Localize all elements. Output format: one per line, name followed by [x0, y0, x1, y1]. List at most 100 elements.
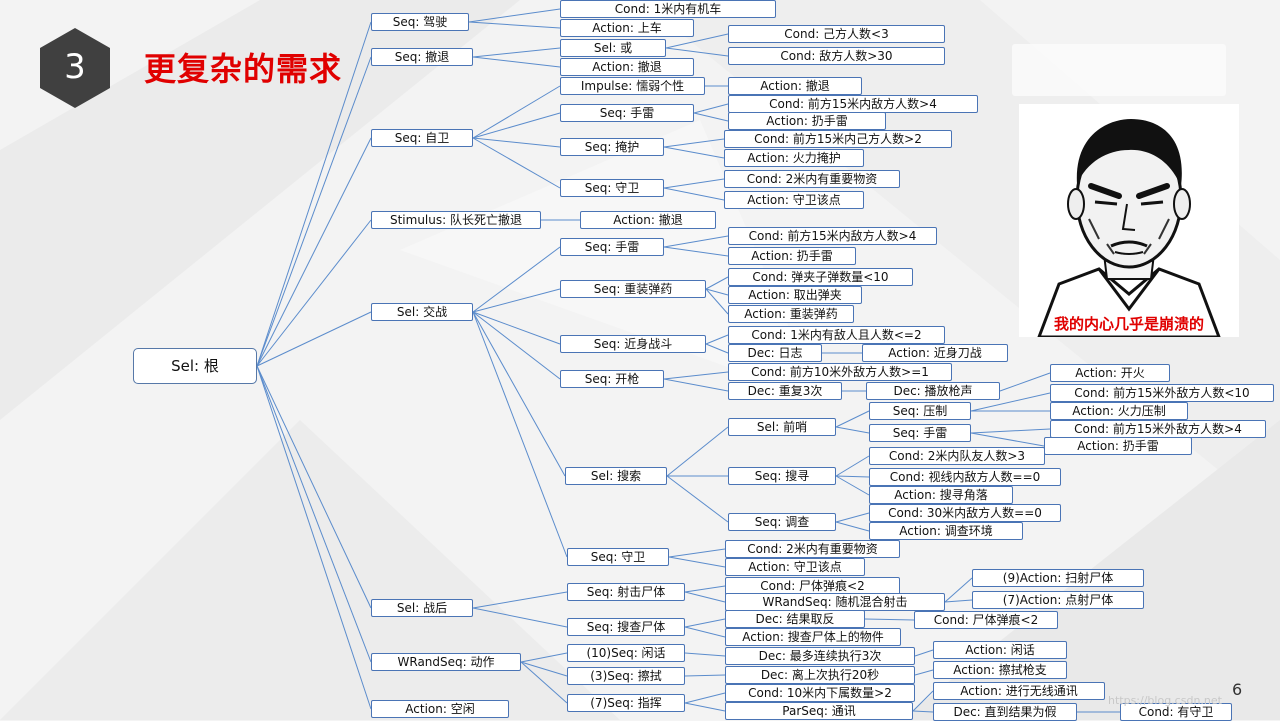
tree-node-n5e[interactable]: Sel: 搜索	[565, 467, 667, 485]
tree-node-root[interactable]: Sel: 根	[133, 348, 257, 384]
tree-node-n6b1a[interactable]: Cond: 尸体弹痕<2	[914, 611, 1058, 629]
tree-node-n5e1b[interactable]: Seq: 手雷	[869, 424, 971, 442]
tree-node-n3a[interactable]: Impulse: 懦弱个性	[560, 77, 705, 95]
edge-n5-n5b	[472, 288, 561, 313]
tree-node-n7[interactable]: WRandSeq: 动作	[371, 653, 521, 671]
tree-node-n5d4[interactable]: Action: 开火	[1050, 364, 1170, 382]
meme-image	[1019, 104, 1239, 339]
tree-node-n6b1[interactable]: Dec: 结果取反	[725, 610, 865, 628]
tree-node-n1[interactable]: Seq: 驾驶	[371, 13, 469, 31]
edge-n2a-n2a2	[665, 47, 729, 57]
tree-node-n7a2[interactable]: Action: 闲话	[933, 641, 1067, 659]
edge-root-n7	[256, 365, 372, 663]
edge-n7c-n7c1	[684, 692, 726, 704]
tree-node-n7c2[interactable]: ParSeq: 通讯	[725, 702, 913, 720]
tree-node-n5d3[interactable]: Dec: 播放枪声	[866, 382, 1000, 400]
tree-node-n7b[interactable]: (3)Seq: 擦拭	[567, 667, 685, 685]
tree-node-n5b3[interactable]: Action: 重装弹药	[728, 305, 854, 323]
tree-node-n3[interactable]: Seq: 自卫	[371, 129, 473, 147]
tree-node-n5f1[interactable]: Cond: 2米内有重要物资	[725, 540, 900, 558]
tree-node-n5e1a[interactable]: Seq: 压制	[869, 402, 971, 420]
tree-node-n7c2a[interactable]: Action: 进行无线通讯	[933, 682, 1105, 700]
tree-node-n7b1[interactable]: Dec: 离上次执行20秒	[725, 666, 915, 684]
tree-node-n8[interactable]: Action: 空闲	[371, 700, 509, 718]
edge-n3c-n3c2	[663, 146, 725, 159]
tree-node-n7c[interactable]: (7)Seq: 指挥	[567, 694, 685, 712]
tree-node-n5d2[interactable]: Dec: 重复3次	[728, 382, 842, 400]
tree-node-n5e1a1[interactable]: Cond: 前方15米外敌方人数<10	[1050, 384, 1274, 402]
tree-node-n5a1[interactable]: Cond: 前方15米内敌方人数>4	[728, 227, 937, 245]
tree-node-n5e1a2[interactable]: Action: 火力压制	[1050, 402, 1188, 420]
tree-node-n7c2b1[interactable]: Cond: 有守卫	[1120, 703, 1232, 721]
tree-node-n5c[interactable]: Seq: 近身战斗	[560, 335, 706, 353]
meme-caption: 我的内心几乎是崩溃的	[1053, 315, 1204, 333]
tree-node-n5f[interactable]: Seq: 守卫	[567, 548, 669, 566]
tree-node-n5b[interactable]: Seq: 重装弹药	[560, 280, 706, 298]
tree-node-n6a2b[interactable]: (7)Action: 点射尸体	[972, 591, 1144, 609]
tree-node-n6a[interactable]: Seq: 射击尸体	[567, 583, 685, 601]
tree-node-n5e3b[interactable]: Action: 调查环境	[869, 522, 1023, 540]
tree-node-n3c1[interactable]: Cond: 前方15米内己方人数>2	[724, 130, 952, 148]
tree-node-n5e2[interactable]: Seq: 搜寻	[728, 467, 836, 485]
tree-node-n5e2b[interactable]: Cond: 视线内敌方人数==0	[869, 468, 1061, 486]
tree-node-n5c3[interactable]: Action: 近身刀战	[862, 344, 1008, 362]
slide-title: 更复杂的需求	[144, 50, 343, 88]
tree-node-n5b2[interactable]: Action: 取出弹夹	[728, 286, 862, 304]
tree-node-n6a2[interactable]: WRandSeq: 随机混合射击	[725, 593, 945, 611]
tree-node-n5e2a[interactable]: Cond: 2米内队友人数>3	[869, 447, 1045, 465]
tree-node-n1a[interactable]: Cond: 1米内有机车	[560, 0, 776, 18]
tree-node-n5e1b2[interactable]: Action: 扔手雷	[1044, 437, 1192, 455]
tree-node-n7a1[interactable]: Dec: 最多连续执行3次	[725, 647, 915, 665]
tree-node-n3b1[interactable]: Cond: 前方15米内敌方人数>4	[728, 95, 978, 113]
tree-node-n5e3[interactable]: Seq: 调查	[728, 513, 836, 531]
tree-node-n6b[interactable]: Seq: 搜查尸体	[567, 618, 685, 636]
tree-node-n5c2[interactable]: Dec: 日志	[728, 344, 822, 362]
tree-node-n2a1[interactable]: Cond: 己方人数<3	[728, 25, 945, 43]
tree-node-n5f2[interactable]: Action: 守卫该点	[725, 558, 865, 576]
edge-n5c-n5c1	[705, 334, 729, 345]
edge-n3d-n3d1	[663, 178, 725, 189]
tree-node-n6a2a[interactable]: (9)Action: 扫射尸体	[972, 569, 1144, 587]
tree-node-n5a2[interactable]: Action: 扔手雷	[728, 247, 856, 265]
tree-node-n7b2[interactable]: Action: 擦拭枪支	[933, 661, 1067, 679]
tree-node-n3c2[interactable]: Action: 火力掩护	[724, 149, 864, 167]
tree-node-n5e2c[interactable]: Action: 搜寻角落	[869, 486, 1013, 504]
tree-node-n3a1[interactable]: Action: 撤退	[728, 77, 862, 95]
meme-face-illustration	[1019, 104, 1239, 339]
tree-node-n3d2[interactable]: Action: 守卫该点	[724, 191, 864, 209]
tree-node-n6b2[interactable]: Action: 搜查尸体上的物件	[725, 628, 901, 646]
edge-n5-n5c	[472, 311, 561, 345]
tree-node-n2a2[interactable]: Cond: 敌方人数>30	[728, 47, 945, 65]
tree-node-n5a[interactable]: Seq: 手雷	[560, 238, 664, 256]
tree-node-n3b2[interactable]: Action: 扔手雷	[728, 112, 886, 130]
tree-node-n5b1[interactable]: Cond: 弹夹子弹数量<10	[728, 268, 913, 286]
tree-node-n5e1b1[interactable]: Cond: 前方15米外敌方人数>4	[1050, 420, 1266, 438]
tree-node-n3b[interactable]: Seq: 手雷	[560, 104, 694, 122]
tree-node-n2[interactable]: Seq: 撤退	[371, 48, 473, 66]
tree-node-n3d1[interactable]: Cond: 2米内有重要物资	[724, 170, 900, 188]
tree-node-n4a[interactable]: Action: 撤退	[580, 211, 716, 229]
edge-n5f-n5f2	[668, 556, 726, 568]
watermark: https://blog.csdn.net	[1108, 694, 1222, 707]
tree-node-n7c1[interactable]: Cond: 10米内下属数量>2	[725, 684, 915, 702]
tree-node-n5e3a[interactable]: Cond: 30米内敌方人数==0	[869, 504, 1061, 522]
tree-node-n1b[interactable]: Action: 上车	[560, 19, 694, 37]
edge-root-n8	[256, 365, 372, 710]
edge-n2-n2b	[472, 56, 561, 68]
tree-node-n5d1[interactable]: Cond: 前方10米外敌方人数>=1	[728, 363, 952, 381]
tree-node-n3c[interactable]: Seq: 掩护	[560, 138, 664, 156]
tree-node-n7a[interactable]: (10)Seq: 闲话	[567, 644, 685, 662]
edge-n5-n5d	[472, 311, 561, 380]
tree-node-n5c1[interactable]: Cond: 1米内有敌人且人数<=2	[728, 326, 945, 344]
tree-node-n6a1[interactable]: Cond: 尸体弹痕<2	[725, 577, 900, 595]
tree-node-n4[interactable]: Stimulus: 队长死亡撤退	[371, 211, 541, 229]
tree-node-n7c2b[interactable]: Dec: 直到结果为假	[933, 703, 1077, 721]
tree-node-n2b[interactable]: Action: 撤退	[560, 58, 694, 76]
edge-n5-n5a	[472, 246, 561, 313]
tree-node-n2a[interactable]: Sel: 或	[560, 39, 666, 57]
tree-node-n5e1[interactable]: Sel: 前哨	[728, 418, 836, 436]
tree-node-n6[interactable]: Sel: 战后	[371, 599, 473, 617]
tree-node-n3d[interactable]: Seq: 守卫	[560, 179, 664, 197]
tree-node-n5[interactable]: Sel: 交战	[371, 303, 473, 321]
tree-node-n5d[interactable]: Seq: 开枪	[560, 370, 664, 388]
